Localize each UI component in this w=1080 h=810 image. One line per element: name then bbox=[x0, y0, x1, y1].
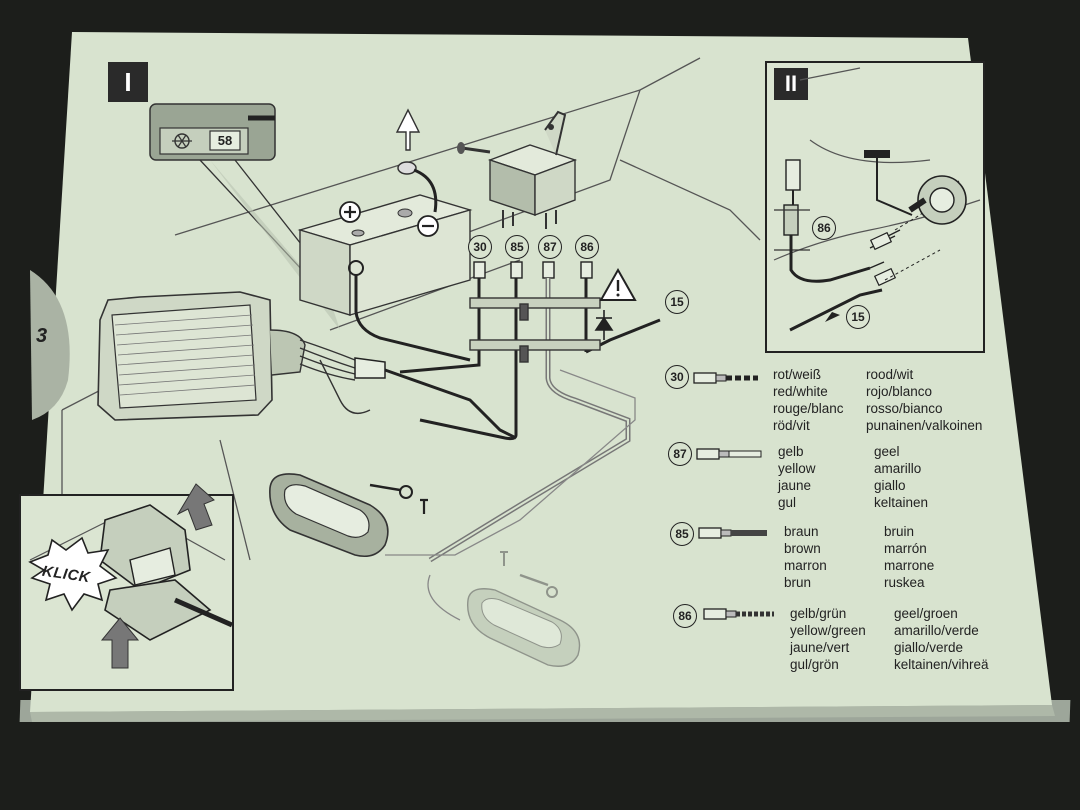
legend-87-left: gelb yellow jaune gul bbox=[778, 443, 816, 511]
legend-85-right-4: ruskea bbox=[884, 575, 925, 590]
diode bbox=[594, 310, 614, 340]
legend-86-right-3: giallo/verde bbox=[894, 640, 964, 655]
terminal-85-circle: 85 bbox=[505, 235, 529, 259]
page-tab bbox=[30, 270, 70, 420]
legend-30-right-4: punainen/valkoinen bbox=[866, 418, 983, 433]
warning-icon bbox=[599, 267, 637, 301]
legend-85-left-3: marron bbox=[784, 558, 827, 573]
lamp-wires bbox=[385, 369, 636, 621]
legend-86-left-4: gul/grön bbox=[790, 657, 839, 672]
legend-87-left-2: yellow bbox=[778, 461, 816, 476]
legend-86-right-2: amarillo/verde bbox=[894, 623, 979, 638]
legend-86-right-4: keltainen/vihreä bbox=[894, 657, 989, 672]
terminal-87-circle: 87 bbox=[538, 235, 562, 259]
legend-85-left: braun brown marron brun bbox=[784, 523, 827, 591]
legend-87-connector bbox=[696, 448, 762, 460]
relay bbox=[457, 110, 578, 229]
legend-87-right-4: keltainen bbox=[874, 495, 929, 510]
legend-30-right-3: rosso/bianco bbox=[866, 401, 943, 416]
legend-87-circle: 87 bbox=[668, 442, 692, 466]
legend-30-left-1: rot/weiß bbox=[773, 367, 822, 382]
legend-30-left-4: röd/vit bbox=[773, 418, 810, 433]
legend-86-left-1: gelb/grün bbox=[790, 606, 847, 621]
legend-30-right-1: rood/wit bbox=[866, 367, 914, 382]
fuse-number: 58 bbox=[217, 133, 233, 148]
legend-87-right-1: geel bbox=[874, 444, 900, 459]
legend-85-connector bbox=[698, 527, 767, 539]
legend-86-connector bbox=[703, 608, 774, 620]
legend-30-left-3: rouge/blanc bbox=[773, 401, 844, 416]
legend-85-left-2: brown bbox=[784, 541, 821, 556]
position-lamp-2 bbox=[466, 551, 581, 667]
legend-30-circle: 30 bbox=[665, 365, 689, 389]
legend-86-left-3: jaune/vert bbox=[790, 640, 850, 655]
legend-86-left: gelb/grün yellow/green jaune/vert gul/gr… bbox=[790, 605, 866, 673]
battery bbox=[297, 108, 473, 362]
legend-87-left-4: gul bbox=[778, 495, 797, 510]
legend-30-right-2: rojo/blanco bbox=[866, 384, 933, 399]
paper-edge bbox=[30, 705, 1055, 722]
legend-87-left-1: gelb bbox=[778, 444, 804, 459]
legend-30-left-2: red/white bbox=[773, 384, 828, 399]
legend-86-circle: 86 bbox=[673, 604, 697, 628]
panel-1-badge bbox=[108, 62, 148, 102]
legend-85-right-3: marrone bbox=[884, 558, 935, 573]
terminal-30-circle: 30 bbox=[468, 235, 492, 259]
panel-1-label: I bbox=[124, 67, 132, 97]
legend-87-right: geel amarillo giallo keltainen bbox=[874, 443, 928, 511]
legend-87-right-3: giallo bbox=[874, 478, 906, 493]
panel-2-label: II bbox=[784, 71, 798, 96]
panel-2-terminal-86-circle: 86 bbox=[812, 216, 836, 240]
legend-85-right: bruin marrón marrone ruskea bbox=[884, 523, 934, 591]
legend-86-right: geel/groen amarillo/verde giallo/verde k… bbox=[894, 605, 989, 673]
ignition-15-circle: 15 bbox=[665, 290, 689, 314]
panel-2-inset bbox=[765, 61, 985, 353]
legend-85-circle: 85 bbox=[670, 522, 694, 546]
legend-85-left-4: brun bbox=[784, 575, 812, 590]
legend-85-left-1: braun bbox=[784, 524, 819, 539]
legend-85-right-1: bruin bbox=[884, 524, 915, 539]
legend-30-right: rood/wit rojo/blanco rosso/bianco punain… bbox=[866, 366, 982, 434]
klick-inset bbox=[19, 483, 234, 691]
page-number: 3 bbox=[36, 325, 48, 347]
legend-30-left: rot/weiß red/white rouge/blanc röd/vit bbox=[773, 366, 844, 434]
legend-85-right-2: marrón bbox=[884, 541, 927, 556]
legend-87-right-2: amarillo bbox=[874, 461, 922, 476]
legend-30-connector bbox=[693, 372, 758, 384]
harness-brackets bbox=[469, 297, 601, 363]
panel-2-ignition-15-circle: 15 bbox=[846, 305, 870, 329]
legend-86-right-1: geel/groen bbox=[894, 606, 958, 621]
work-lamp bbox=[97, 291, 517, 440]
legend-86-left-2: yellow/green bbox=[790, 623, 866, 638]
terminal-86-circle: 86 bbox=[575, 235, 599, 259]
position-lamp-1 bbox=[269, 473, 428, 558]
legend-87-left-3: jaune bbox=[778, 478, 812, 493]
